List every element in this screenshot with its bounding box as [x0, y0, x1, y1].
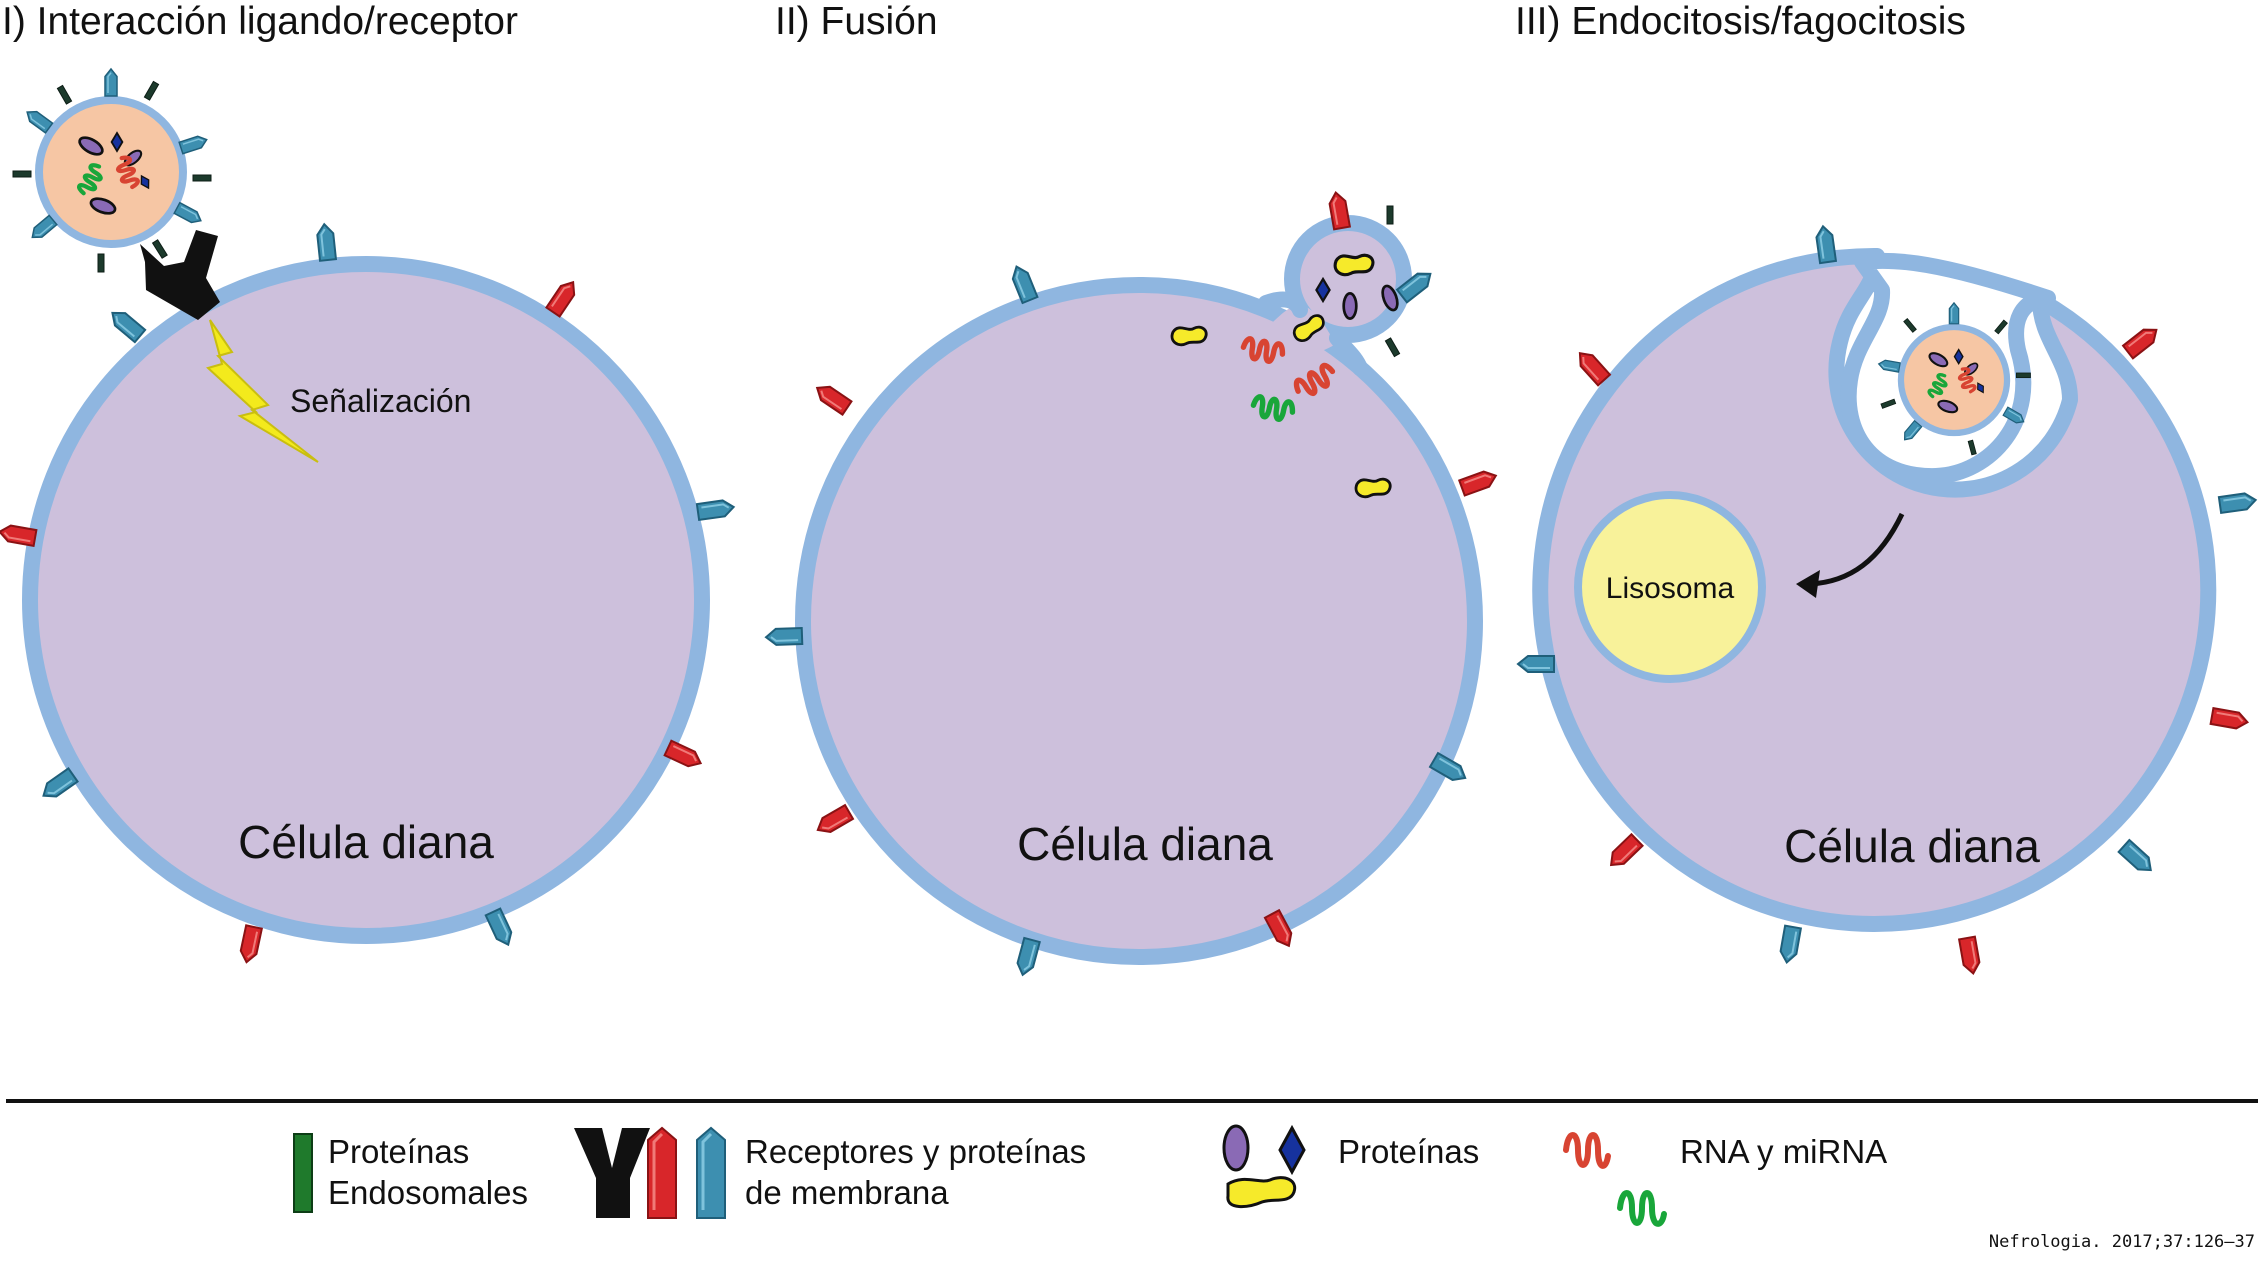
panel-3: Lisosoma Célula diana: [1517, 224, 2258, 976]
target-cell-1: [22, 256, 710, 944]
legend-receptors-label: Receptores y proteínas de membrana: [745, 1133, 1087, 1211]
panel-title-3: III) Endocitosis/fagocitosis: [1515, 0, 1966, 43]
legend-proteins-label: Proteínas: [1338, 1133, 1480, 1170]
lightning-icon: [206, 319, 319, 463]
cell-label-1: Célula diana: [238, 816, 494, 868]
signal-label: Señalización: [290, 383, 471, 419]
blue-receptor-icon: [696, 1126, 726, 1219]
legend-divider: [6, 1099, 2258, 1103]
lysosome-label: Lisosoma: [1606, 572, 1735, 605]
arrow-icon: [1809, 512, 1905, 587]
legend-rna-label: RNA y miRNA: [1680, 1133, 1888, 1170]
panel-2: Célula diana: [764, 190, 1500, 978]
y-receptor-legend-icon: [574, 1128, 650, 1218]
legend-endosomal-label: Proteínas Endosomales: [328, 1133, 528, 1211]
endosomal-protein-icon: [293, 1133, 313, 1213]
exosome-vesicle-1: [12, 68, 212, 273]
engulfed-vesicle: [1877, 302, 2031, 456]
protein-icon: [1222, 1124, 1306, 1208]
red-receptor-icon: [647, 1126, 677, 1219]
panel-title-2: II) Fusión: [775, 0, 938, 43]
legend-icons: [293, 1124, 1667, 1227]
cell-label-3: Célula diana: [1784, 820, 2040, 872]
y-receptor-icon: [140, 230, 220, 320]
target-cell-2: [795, 277, 1483, 965]
lysosome: [1574, 491, 1766, 683]
cell-label-2: Célula diana: [1017, 818, 1273, 870]
citation: Nefrologia. 2017;37:126–37: [1988, 1232, 2255, 1252]
panel-title-1: I) Interacción ligando/receptor: [2, 0, 518, 43]
panel-1: Señalización Célula diana: [0, 68, 736, 965]
rna-icon: [1563, 1132, 1667, 1227]
